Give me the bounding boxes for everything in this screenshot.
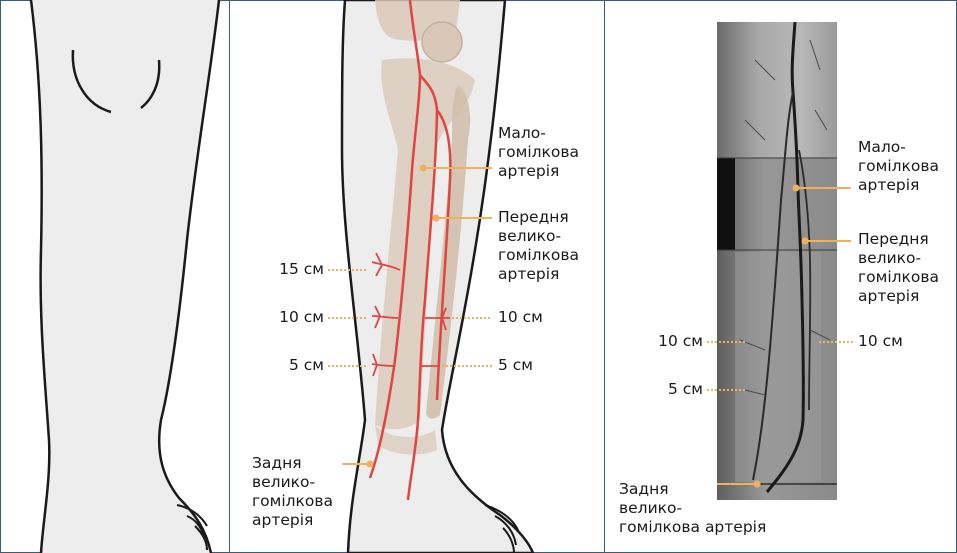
label-line: Передня bbox=[498, 208, 579, 227]
panel-angiogram: Мало- гомілкова артерія Передня велико- … bbox=[605, 0, 956, 553]
label-line: Задня bbox=[252, 454, 333, 473]
mark-10cm-left: 10 см bbox=[645, 332, 703, 351]
label-line: велико- bbox=[498, 227, 579, 246]
label-line: артерія bbox=[498, 265, 579, 284]
xray-strip-top bbox=[717, 22, 837, 158]
leg-outline-drawing bbox=[1, 0, 229, 553]
label-posterior-tibial-artery: Задня велико- гомілкова артерія bbox=[619, 480, 766, 537]
label-anterior-tibial-artery: Передня велико- гомілкова артерія bbox=[858, 230, 939, 306]
label-posterior-tibial-artery: Задня велико- гомілкова артерія bbox=[252, 454, 333, 530]
dot-posterior-tibial bbox=[367, 461, 374, 468]
label-anterior-tibial-artery: Передня велико- гомілкова артерія bbox=[498, 208, 579, 284]
dot-peroneal bbox=[793, 185, 800, 192]
mark-5cm-right: 5 см bbox=[498, 356, 533, 375]
label-line: велико- bbox=[252, 473, 333, 492]
label-line: велико- bbox=[619, 499, 766, 518]
panel-anatomy: Мало- гомілкова артерія Передня велико- … bbox=[230, 0, 604, 553]
label-line: артерія bbox=[858, 287, 939, 306]
label-line: гомілкова bbox=[858, 268, 939, 287]
leg-fill bbox=[31, 0, 219, 553]
label-line: Мало- bbox=[858, 138, 939, 157]
xray-strip-bottom-inner bbox=[735, 252, 821, 482]
xray-left-border bbox=[717, 158, 735, 254]
label-line: артерія bbox=[858, 176, 939, 195]
dot-anterior-tibial bbox=[802, 238, 809, 245]
label-line: Мало- bbox=[498, 124, 579, 143]
label-line: гомілкова bbox=[498, 143, 579, 162]
mark-15cm-left: 15 см bbox=[270, 260, 324, 279]
dot-peroneal bbox=[420, 165, 427, 172]
label-line: гомілкова bbox=[858, 157, 939, 176]
label-line: Задня bbox=[619, 480, 766, 499]
label-line: гомілкова артерія bbox=[619, 518, 766, 537]
panel-leg-outline bbox=[1, 0, 229, 553]
label-line: велико- bbox=[858, 249, 939, 268]
label-peroneal-artery: Мало- гомілкова артерія bbox=[498, 124, 579, 181]
mark-10cm-right: 10 см bbox=[858, 332, 903, 351]
label-line: гомілкова bbox=[498, 246, 579, 265]
label-peroneal-artery: Мало- гомілкова артерія bbox=[858, 138, 939, 195]
label-line: артерія bbox=[498, 162, 579, 181]
mark-10cm-right: 10 см bbox=[498, 308, 543, 327]
patella bbox=[422, 22, 462, 62]
label-line: Передня bbox=[858, 230, 939, 249]
dot-anterior-tibial bbox=[433, 215, 440, 222]
mark-5cm-left: 5 см bbox=[645, 380, 703, 399]
label-line: артерія bbox=[252, 511, 333, 530]
mark-10cm-left: 10 см bbox=[270, 308, 324, 327]
mark-5cm-left: 5 см bbox=[270, 356, 324, 375]
label-line: гомілкова bbox=[252, 492, 333, 511]
